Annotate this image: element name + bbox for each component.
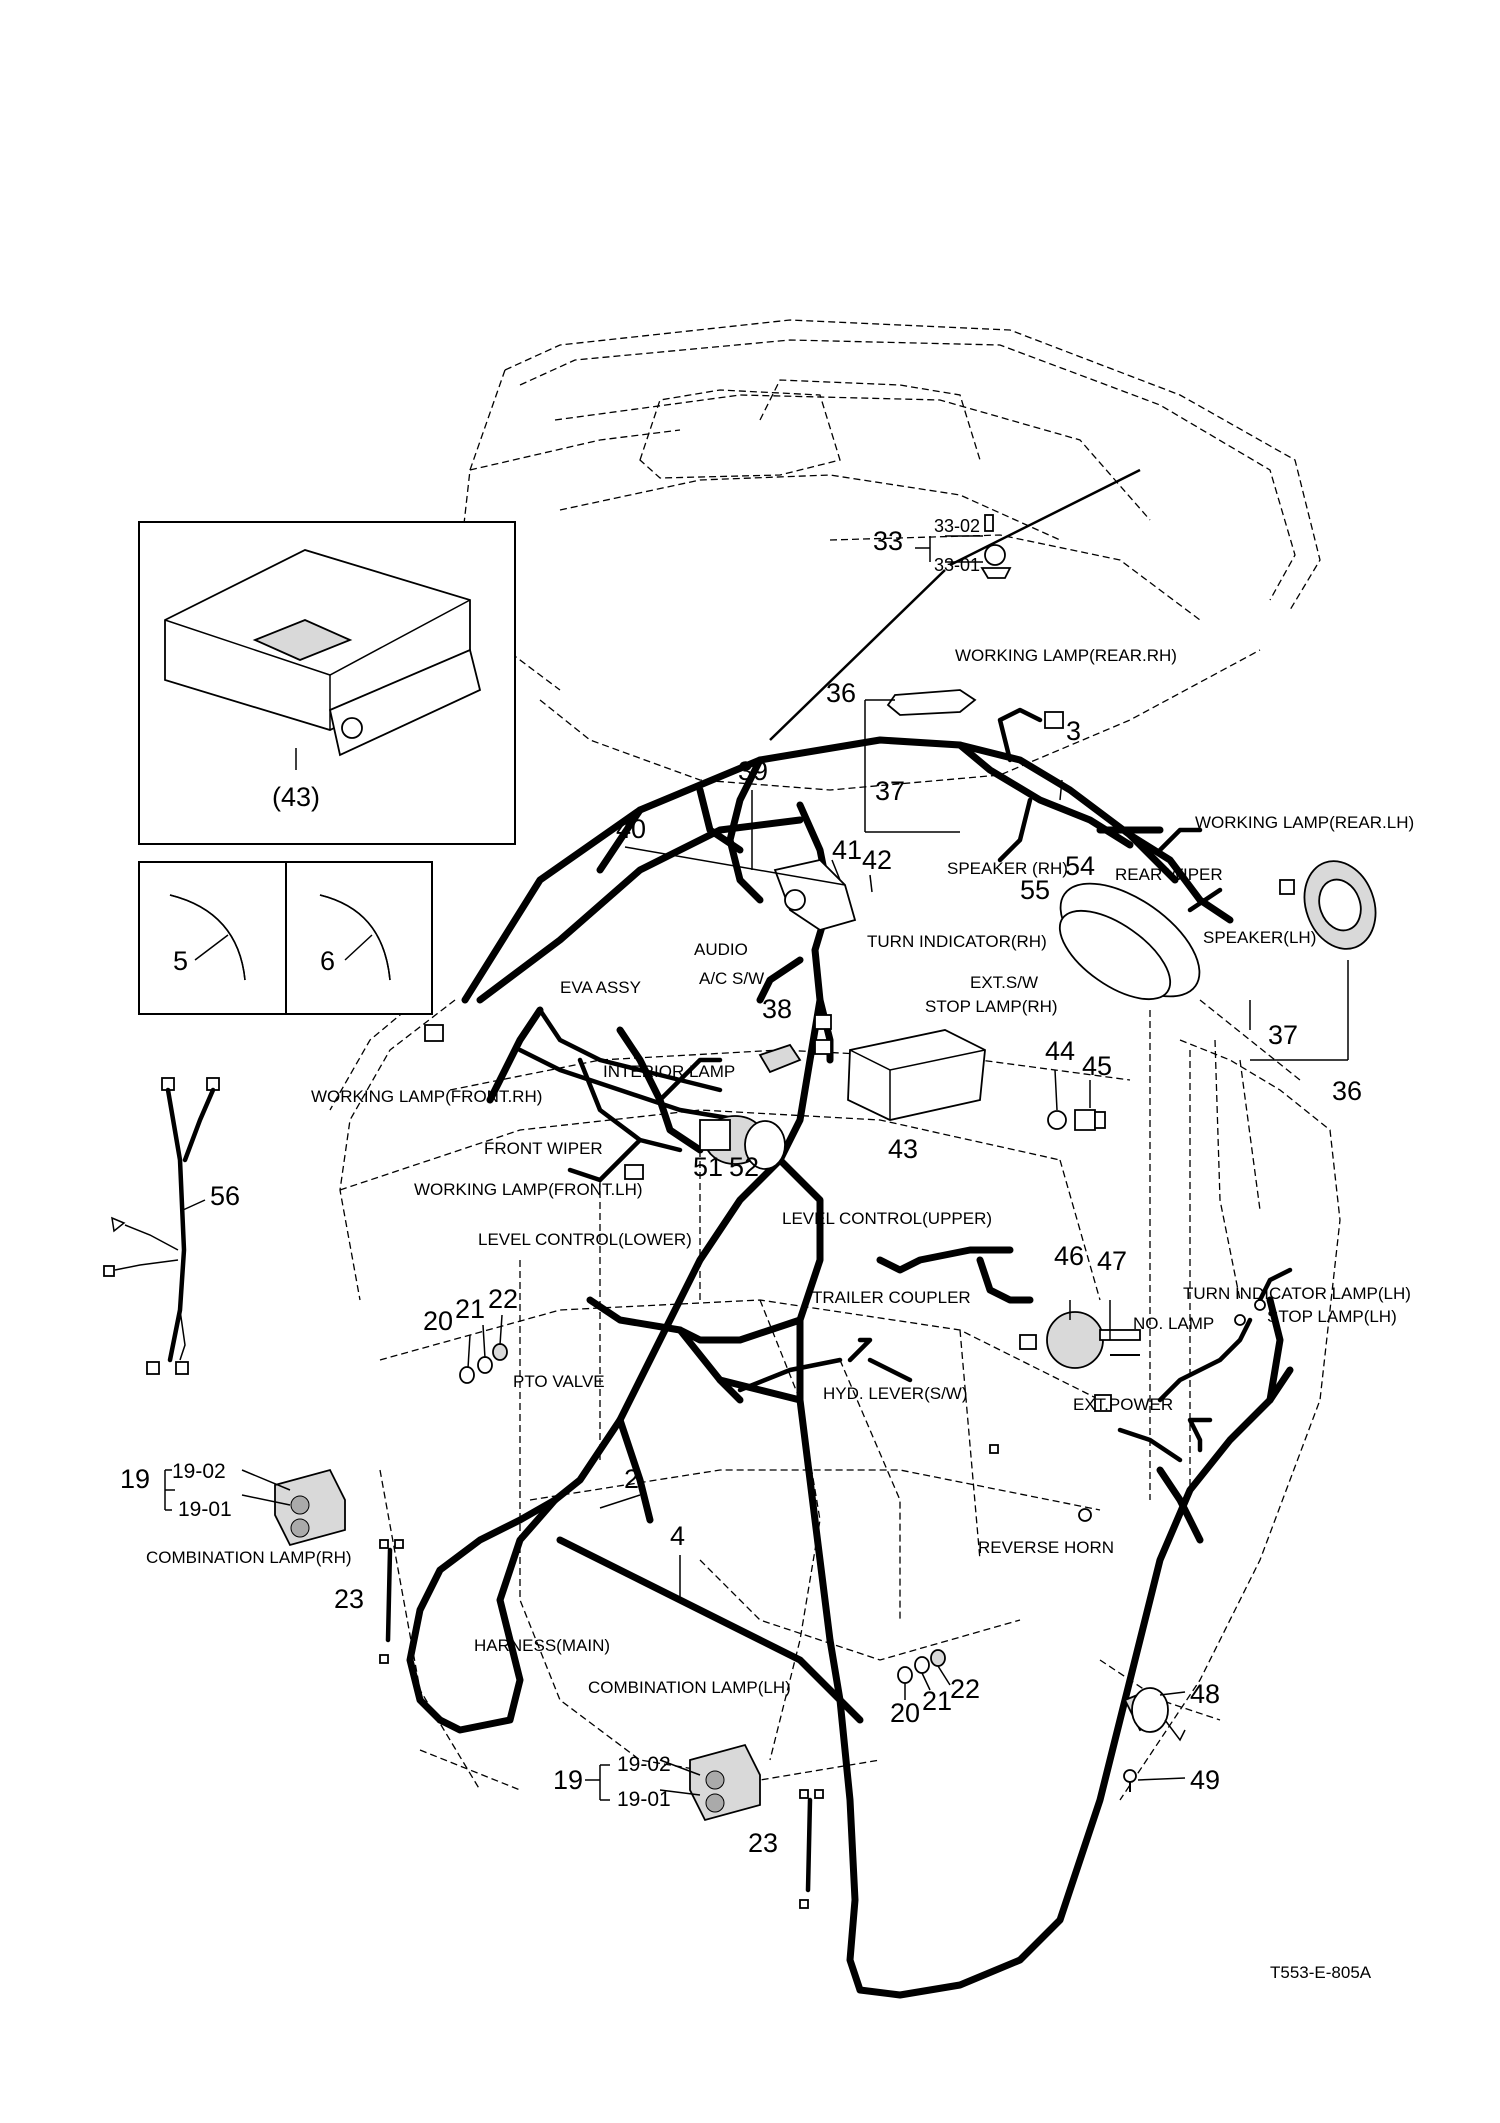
label-turn-indicator-rh: TURN INDICATOR(RH) (867, 932, 1047, 951)
part-labels: WORKING LAMP(REAR.RH) WORKING LAMP(REAR.… (146, 646, 1414, 1697)
label-combination-lamp-rh: COMBINATION LAMP(RH) (146, 1548, 352, 1567)
callout-43: 43 (888, 1134, 918, 1164)
label-level-control-lower: LEVEL CONTROL(LOWER) (478, 1230, 692, 1249)
interior-lamp (758, 1043, 802, 1074)
callout-51: 51 (693, 1152, 723, 1182)
cab-speaker-rh (886, 689, 977, 716)
callout-6: 6 (320, 946, 335, 976)
callout-5: 5 (173, 946, 188, 976)
callout-56: 56 (210, 1181, 240, 1211)
label-front-wiper: FRONT WIPER (484, 1139, 603, 1158)
label-working-lamp-front-lh: WORKING LAMP(FRONT.LH) (414, 1180, 643, 1199)
combination-lamp-rh (274, 1468, 346, 1547)
speaker-lh (1303, 860, 1377, 950)
callout-19-02-rh: 19-02 (172, 1460, 226, 1483)
callout-41: 41 (832, 835, 862, 865)
audio-unit-43 (847, 1029, 986, 1121)
label-pto-valve: PTO VALVE (513, 1372, 605, 1391)
inset-audio-unit: (43) (138, 521, 516, 845)
callout-2: 2 (624, 1464, 639, 1494)
callout-21-lower: 21 (922, 1686, 952, 1716)
label-turn-indicator-lamp-lh: TURN INDICATOR LAMP(LH) (1183, 1284, 1411, 1303)
callout-39: 39 (738, 756, 768, 786)
callout-36-upper: 36 (826, 678, 856, 708)
label-ac-sw: A/C S/W (699, 969, 764, 988)
connectors (424, 711, 1295, 1522)
callout-3: 3 (1066, 716, 1081, 746)
callout-19-02-lh: 19-02 (617, 1753, 671, 1776)
callout-33-02: 33-02 (934, 516, 980, 536)
label-ext-sw: EXT.S/W (970, 973, 1038, 992)
callout-20-upper: 20 (423, 1306, 453, 1336)
callout-38: 38 (762, 994, 792, 1024)
label-working-lamp-rear-lh: WORKING LAMP(REAR.LH) (1195, 813, 1414, 832)
callout-20-lower: 20 (890, 1698, 920, 1728)
label-no-lamp: NO. LAMP (1133, 1314, 1214, 1333)
part-callouts: 33 33-02 33-01 3 36 36 37 37 39 40 41 42… (120, 516, 1362, 1858)
callout-4: 4 (670, 1521, 685, 1551)
label-ext-power: EXT.POWER (1073, 1395, 1173, 1414)
callout-19-01-rh: 19-01 (178, 1498, 232, 1521)
callout-49: 49 (1190, 1765, 1220, 1795)
callout-21-upper: 21 (455, 1294, 485, 1324)
callout-42: 42 (862, 845, 892, 875)
callout-22-lower: 22 (950, 1674, 980, 1704)
audio-ac-module (773, 859, 857, 931)
callout-19-lh: 19 (553, 1765, 583, 1795)
callout-33: 33 (873, 526, 903, 556)
label-eva-assy: EVA ASSY (560, 978, 641, 997)
label-hyd-lever: HYD. LEVER(S/W) (823, 1384, 968, 1403)
motor-46 (1046, 1311, 1141, 1369)
callout-46: 46 (1054, 1241, 1084, 1271)
label-working-lamp-rear-rh: WORKING LAMP(REAR.RH) (955, 646, 1177, 665)
callout-54: 54 (1065, 851, 1095, 881)
antenna (769, 468, 1141, 741)
harness-23-rh (379, 1539, 404, 1664)
label-speaker-rh: SPEAKER (RH) (947, 859, 1068, 878)
callout-44: 44 (1045, 1036, 1075, 1066)
callout-19-rh: 19 (120, 1464, 150, 1494)
callout-40: 40 (616, 814, 646, 844)
callout-36-right: 36 (1332, 1076, 1362, 1106)
callout-37-upper: 37 (875, 776, 905, 806)
callout-55: 55 (1020, 875, 1050, 905)
label-combination-lamp-lh: COMBINATION LAMP(LH) (588, 1678, 791, 1697)
callout-19-01-lh: 19-01 (617, 1788, 671, 1811)
label-audio: AUDIO (694, 940, 748, 959)
callout-33-01: 33-01 (934, 555, 980, 575)
label-trailer-coupler: TRAILER COUPLER (812, 1288, 971, 1307)
bolt-44-45 (1047, 1109, 1106, 1131)
label-working-lamp-front-rh: WORKING LAMP(FRONT.RH) (311, 1087, 542, 1106)
harness-23-lh (799, 1789, 824, 1909)
drawing-code: T553-E-805A (1270, 1963, 1372, 1982)
combination-lamp-lh (689, 1743, 761, 1822)
callout-52: 52 (729, 1152, 759, 1182)
callout-37-right: 37 (1268, 1020, 1298, 1050)
label-stop-lamp-rh: STOP LAMP(RH) (925, 997, 1058, 1016)
callout-23-rh: 23 (334, 1584, 364, 1614)
label-reverse-horn: REVERSE HORN (978, 1538, 1114, 1557)
washers-20-22-upper (459, 1343, 508, 1384)
front-wiper-motor (699, 1115, 786, 1170)
label-level-control-upper: LEVEL CONTROL(UPPER) (782, 1209, 992, 1228)
label-stop-lamp-lh: STOP LAMP(LH) (1267, 1307, 1397, 1326)
callout-45: 45 (1082, 1051, 1112, 1081)
rear-wiper (1058, 882, 1201, 1001)
horn-48 (1123, 1687, 1186, 1792)
main-harness-wires (406, 707, 1294, 1999)
label-rear-wiper: REAR WIPER (1115, 865, 1223, 884)
harness-56: 56 (103, 1077, 240, 1375)
callout-23-lh: 23 (748, 1828, 778, 1858)
callout-43-inset: (43) (272, 782, 320, 812)
label-interior-lamp: INTERIOR LAMP (603, 1062, 735, 1081)
label-harness-main: HARNESS(MAIN) (474, 1636, 610, 1655)
callout-47: 47 (1097, 1246, 1127, 1276)
callout-22-upper: 22 (488, 1284, 518, 1314)
leader-lines (164, 535, 1349, 1801)
label-speaker-lh: SPEAKER(LH) (1203, 928, 1316, 947)
callout-48: 48 (1190, 1679, 1220, 1709)
inset-cable-ties: 5 6 (138, 861, 433, 1015)
